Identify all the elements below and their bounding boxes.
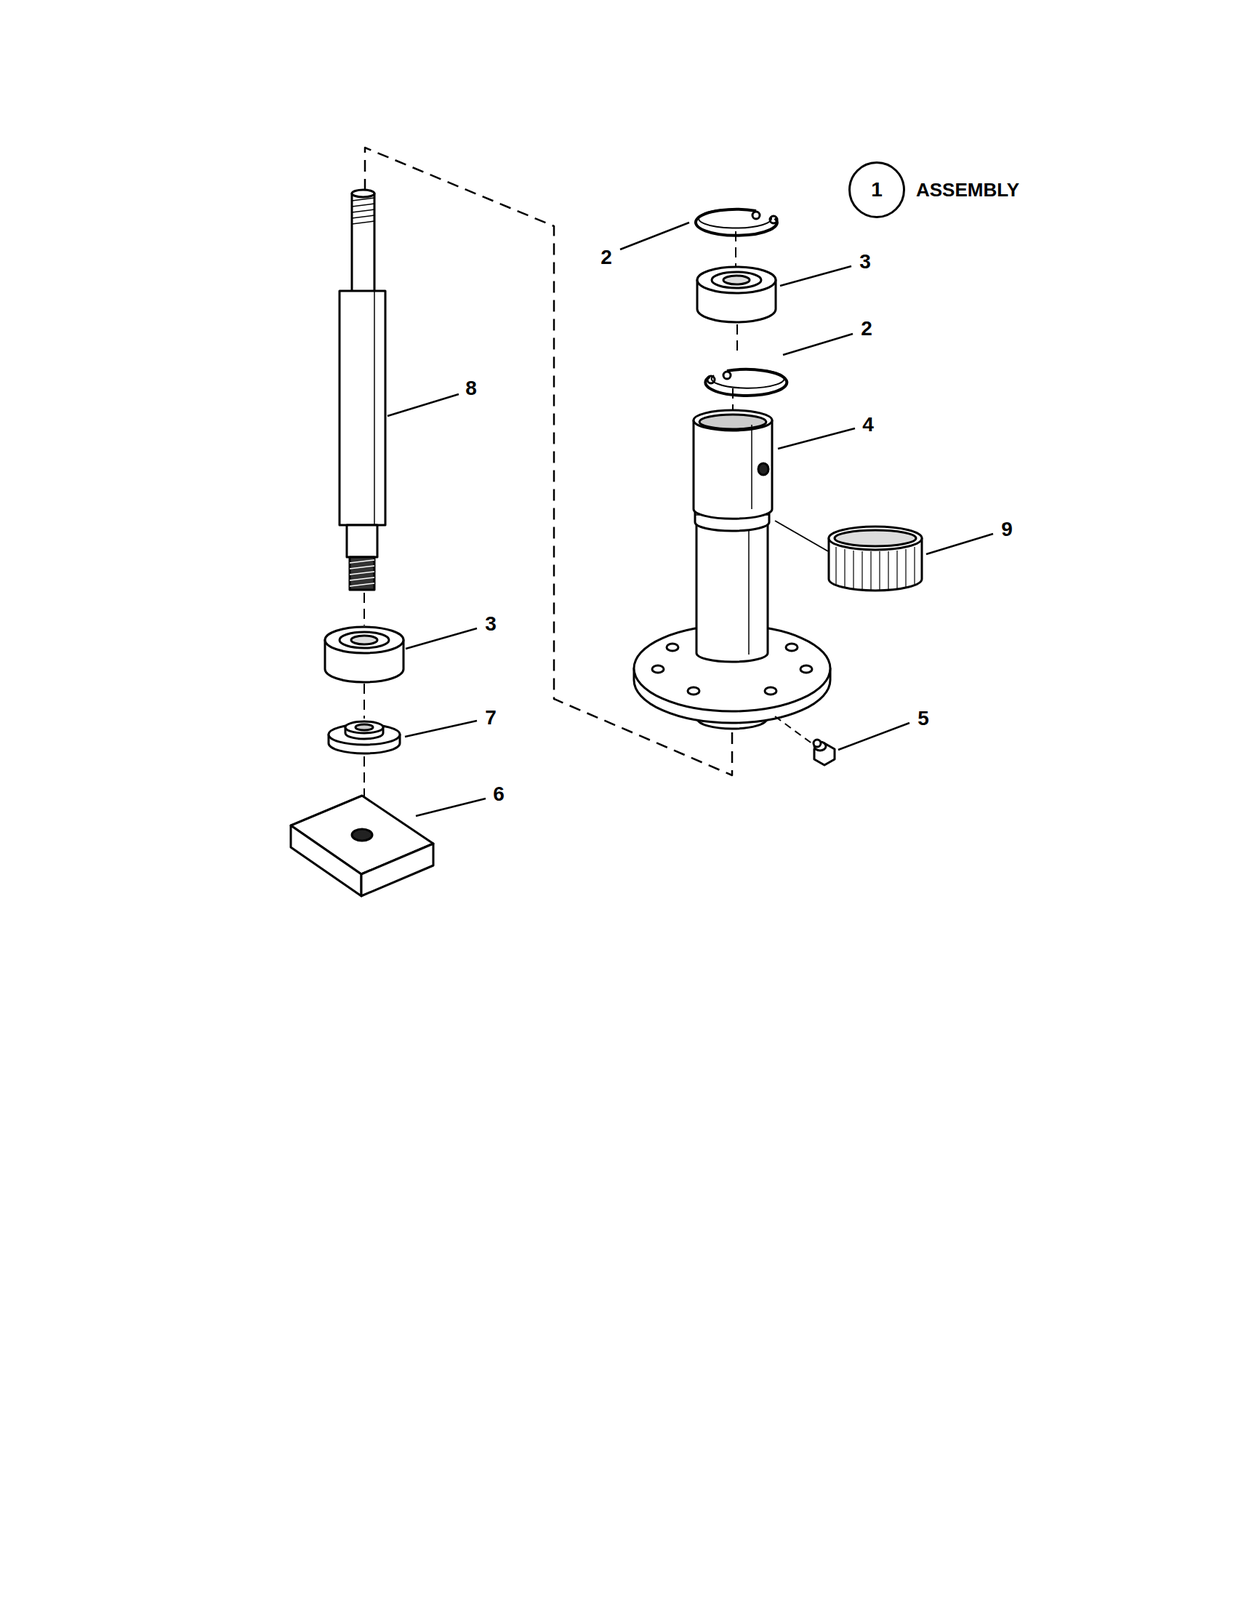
needle-bearing: [828, 526, 922, 591]
callout-number: 2: [860, 318, 873, 339]
callout-number: 3: [859, 251, 871, 272]
callout-number: 3: [484, 613, 497, 634]
ball-bearing: [324, 626, 404, 682]
ball-bearing: [697, 266, 776, 323]
retaining-ring: [705, 369, 787, 396]
callout-number: 7: [484, 707, 497, 728]
callout-number: 9: [1001, 519, 1013, 540]
grease-fitting: [813, 739, 835, 765]
callout-number: 6: [492, 783, 505, 805]
assembly-heading: ASSEMBLY: [916, 180, 1020, 200]
shaft: [339, 189, 386, 590]
callout-number: 4: [862, 414, 874, 435]
callout-number: 8: [465, 378, 477, 399]
callout-number: 1: [870, 179, 883, 200]
spindle-housing: [633, 410, 831, 729]
spacer-washer: [328, 721, 400, 754]
callout-number: 5: [917, 708, 930, 729]
assembly-callout-circle: 1ASSEMBLY: [848, 161, 906, 219]
leader-lines: [387, 222, 994, 816]
blade-adapter-plate: [290, 795, 434, 896]
callout-number: 2: [600, 247, 613, 268]
